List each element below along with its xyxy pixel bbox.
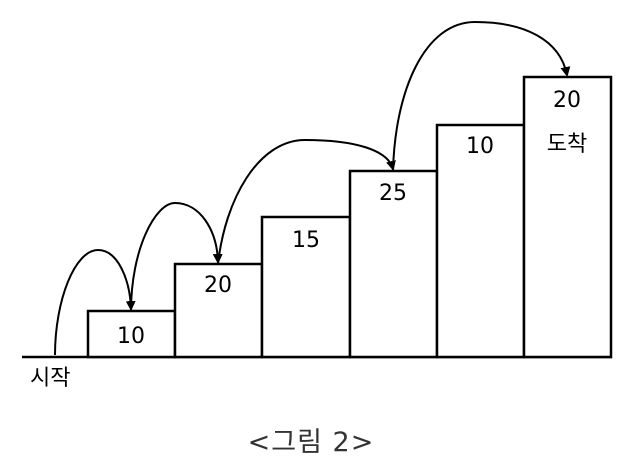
step-5 — [435, 123, 526, 359]
step-3-value: 15 — [292, 228, 320, 253]
jump-arrow-step-1-to-step-2 — [130, 201, 223, 312]
step-2-value: 20 — [204, 273, 232, 298]
jump-arrow-step-2-to-step-4 — [217, 138, 396, 265]
figure-caption: <그림 2> — [247, 427, 375, 458]
finish-label: 도착 — [547, 132, 587, 157]
step-4-value: 25 — [379, 181, 407, 206]
jump-arrow-step-4-to-step-6 — [392, 20, 571, 172]
step-5-value: 10 — [466, 134, 494, 159]
step-6-value: 20 — [553, 88, 581, 113]
step-3 — [260, 215, 352, 359]
step-1-value: 10 — [117, 324, 145, 349]
step-6 — [522, 75, 613, 359]
jump-arrow-start-to-step-1 — [54, 248, 136, 356]
start-label: 시작 — [30, 366, 70, 391]
step-2 — [173, 262, 264, 359]
